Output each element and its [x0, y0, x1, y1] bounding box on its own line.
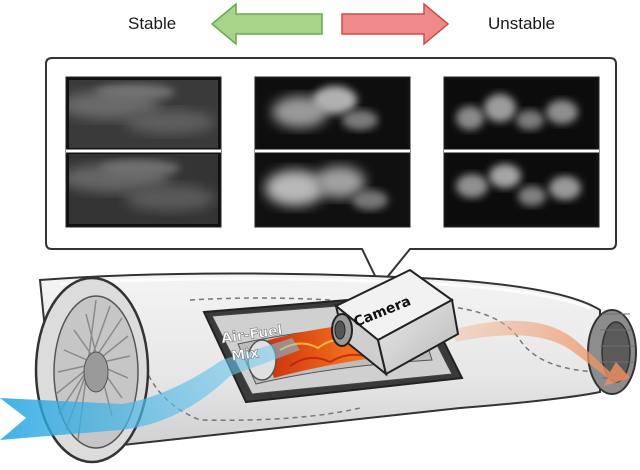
camera: Camera [331, 268, 460, 377]
flame-image-panel-unstable [443, 76, 600, 228]
air-fuel-mix-label-line2: Mix [230, 345, 260, 365]
flame-image-panel-intermediate [254, 76, 411, 228]
inflow-arrow [0, 338, 300, 440]
outflow-arrow [452, 320, 630, 386]
unstable-arrow [341, 2, 450, 46]
stable-arrow [210, 2, 323, 46]
unstable-label: Unstable [488, 14, 556, 33]
stable-label: Stable [128, 14, 177, 33]
flame-image-panel-stable [65, 76, 222, 228]
